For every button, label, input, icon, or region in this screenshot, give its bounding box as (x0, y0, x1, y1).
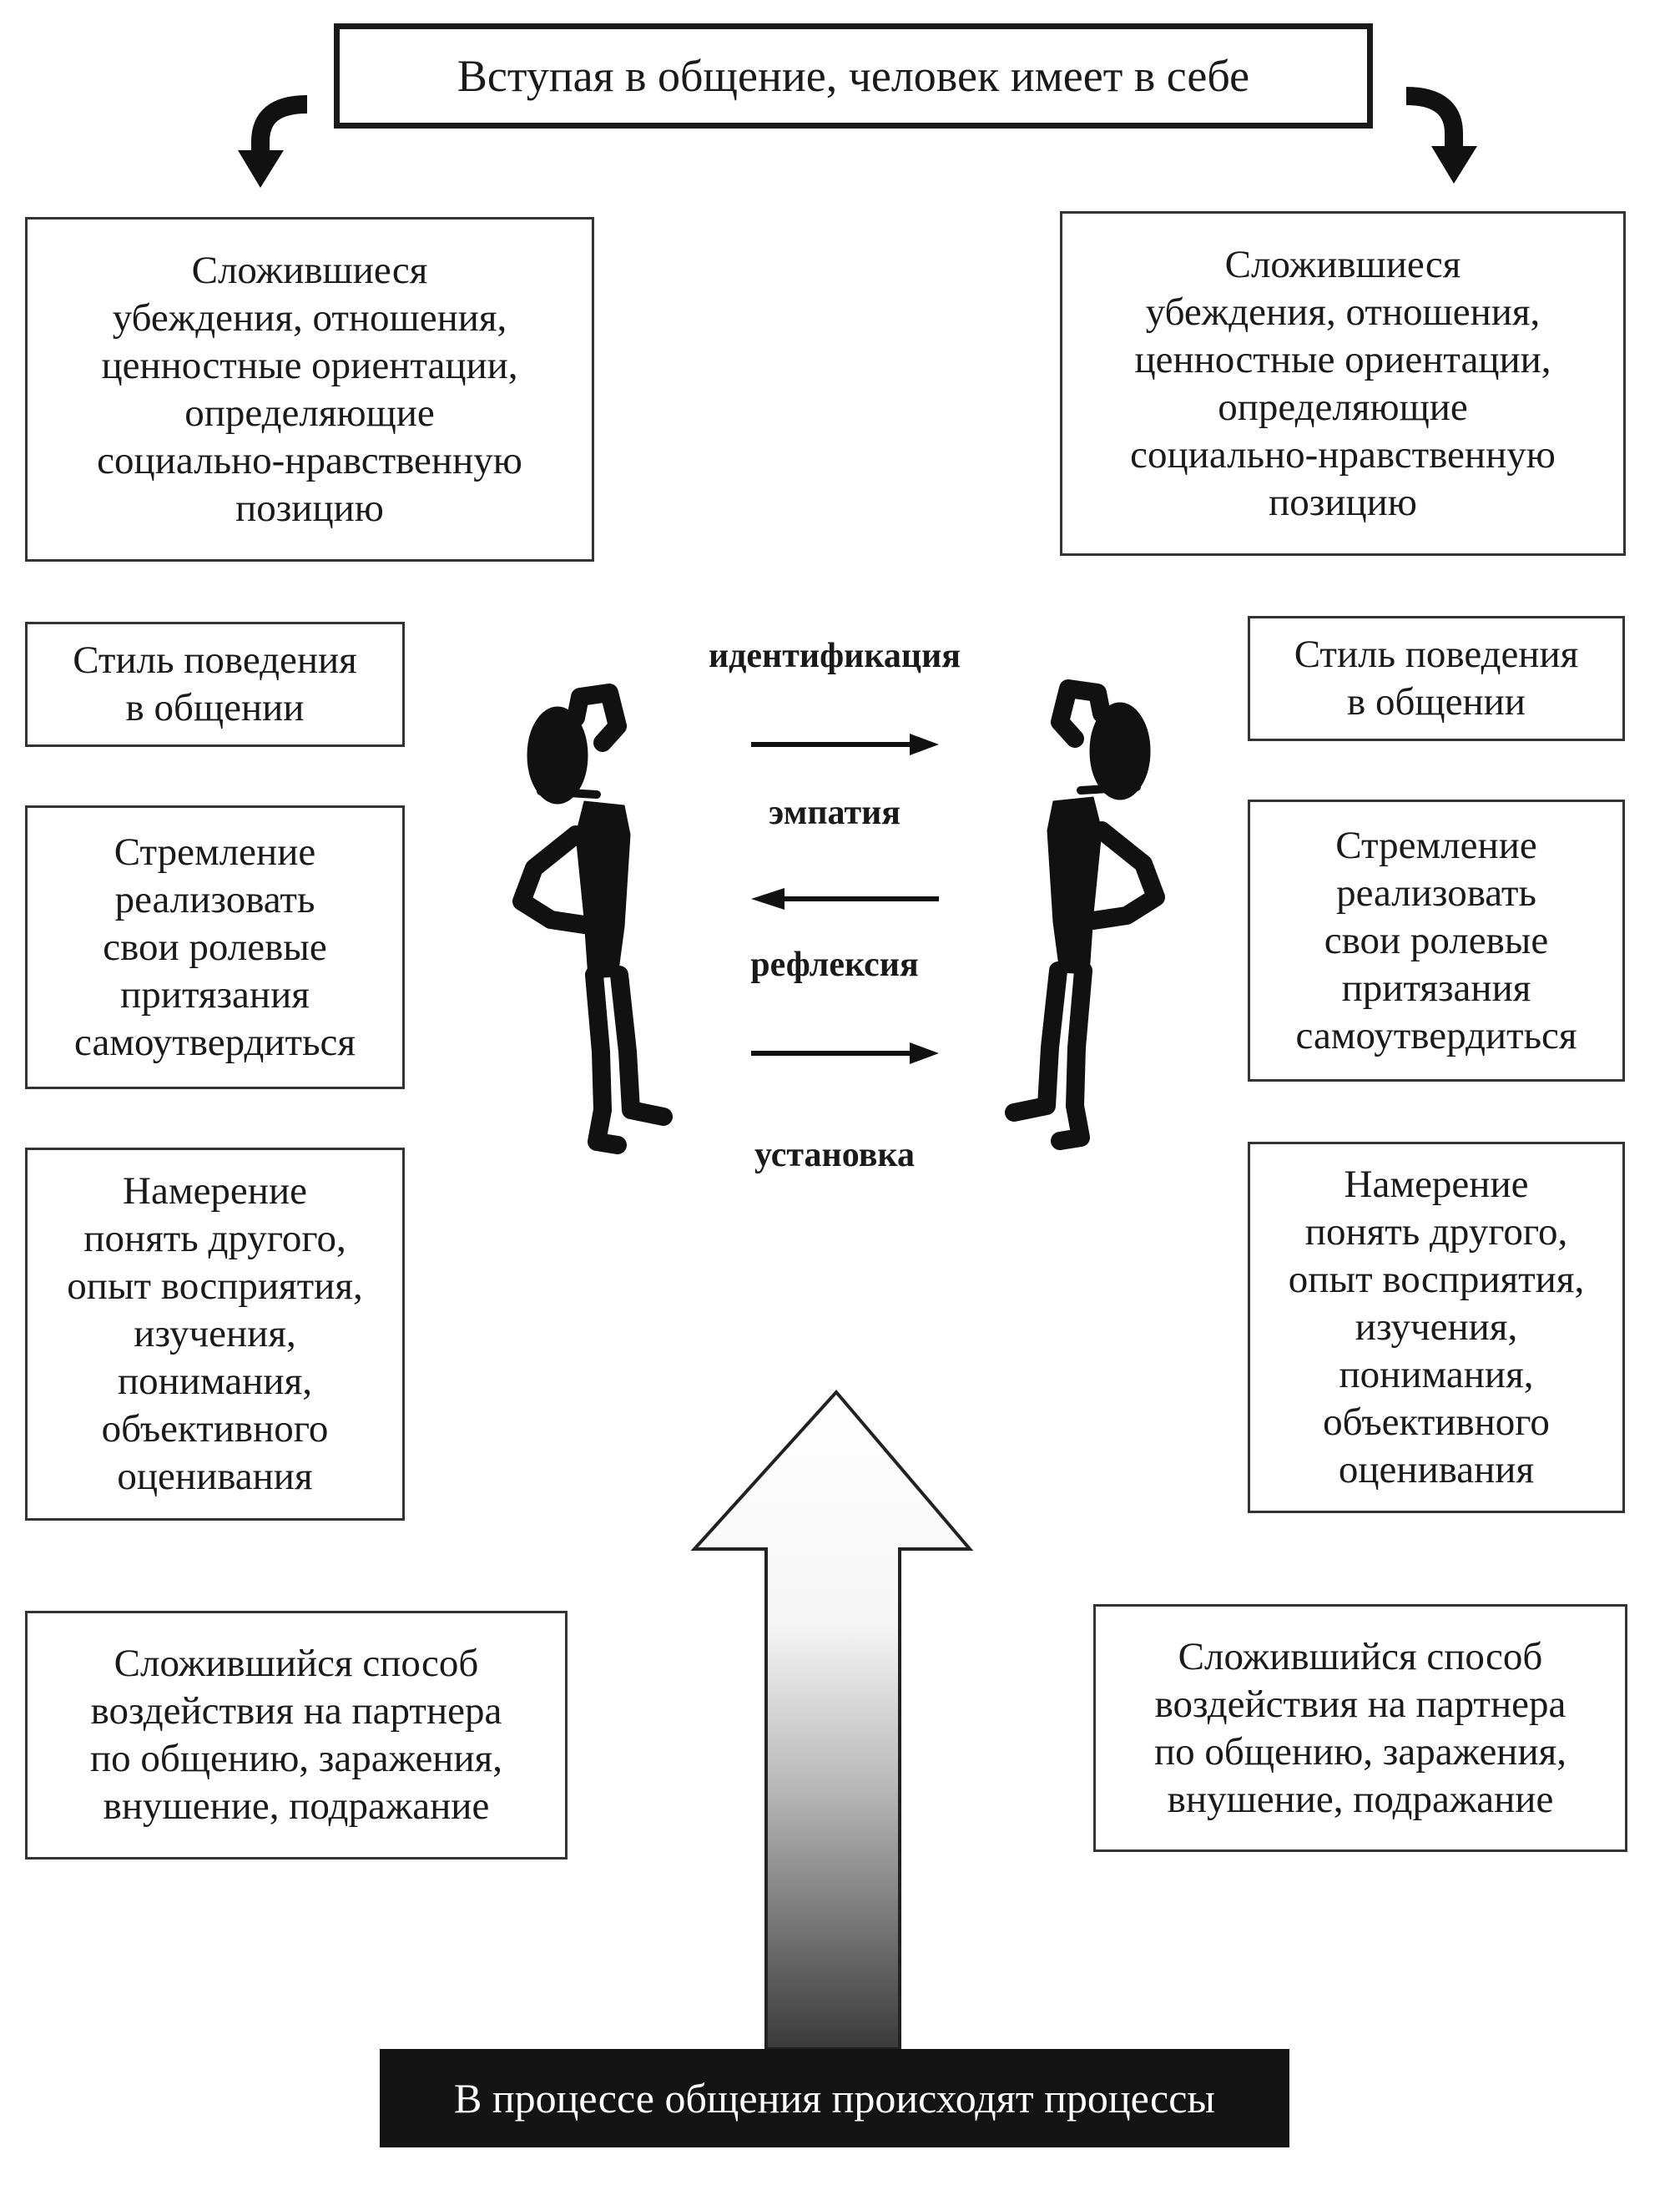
left-box-influence: Сложившийся способ воздействия на партне… (25, 1611, 568, 1860)
left-box-intent-text: Намерение понять другого, опыт восприяти… (67, 1169, 363, 1498)
left-box-style: Стиль поведения в общении (25, 622, 405, 747)
left-box-beliefs: Сложившиеся убеждения, отношения, ценнос… (25, 217, 594, 562)
curved-arrow-left-icon (238, 95, 308, 188)
bottom-banner: В процессе общения происходят процессы (380, 2049, 1289, 2147)
right-box-style-text: Стиль поведения в общении (1294, 633, 1579, 724)
right-box-influence-text: Сложившийся способ воздействия на партне… (1154, 1634, 1566, 1821)
title-text: Вступая в общение, человек имеет в себе (457, 51, 1250, 101)
process-reflection: рефлексия (750, 946, 919, 984)
process-attitude: установка (754, 1136, 915, 1174)
person-right-icon (1005, 679, 1165, 1150)
right-box-intent: Намерение понять другого, опыт восприяти… (1248, 1142, 1625, 1513)
right-box-beliefs: Сложившиеся убеждения, отношения, ценнос… (1060, 211, 1626, 556)
arrow-left-empathy-icon (751, 888, 939, 910)
process-identification: идентификация (708, 637, 961, 675)
right-box-intent-text: Намерение понять другого, опыт восприяти… (1288, 1163, 1585, 1491)
title-box: Вступая в общение, человек имеет в себе (334, 23, 1373, 129)
left-box-style-text: Стиль поведения в общении (73, 638, 357, 729)
left-box-influence-text: Сложившийся способ воздействия на партне… (90, 1642, 502, 1828)
right-box-style: Стиль поведения в общении (1248, 616, 1625, 741)
left-box-roles-text: Стремление реализовать свои ролевые прит… (74, 830, 356, 1064)
right-box-beliefs-text: Сложившиеся убеждения, отношения, ценнос… (1130, 242, 1556, 524)
big-up-arrow-icon (690, 1389, 974, 2051)
curved-arrow-right-icon (1405, 87, 1477, 184)
left-box-beliefs-text: Сложившиеся убеждения, отношения, ценнос… (97, 248, 522, 530)
right-box-roles-text: Стремление реализовать свои ролевые прит… (1295, 823, 1577, 1057)
arrow-right-identification-icon (751, 734, 939, 755)
right-box-roles: Стремление реализовать свои ролевые прит… (1248, 800, 1625, 1082)
left-box-roles: Стремление реализовать свои ролевые прит… (25, 805, 405, 1089)
person-left-icon (512, 684, 673, 1154)
right-box-influence: Сложившийся способ воздействия на партне… (1093, 1604, 1627, 1852)
left-box-intent: Намерение понять другого, опыт восприяти… (25, 1148, 405, 1521)
bottom-banner-text: В процессе общения происходят процессы (453, 2075, 1216, 2122)
process-empathy: эмпатия (768, 794, 901, 832)
arrow-right-reflection-icon (751, 1042, 939, 1064)
